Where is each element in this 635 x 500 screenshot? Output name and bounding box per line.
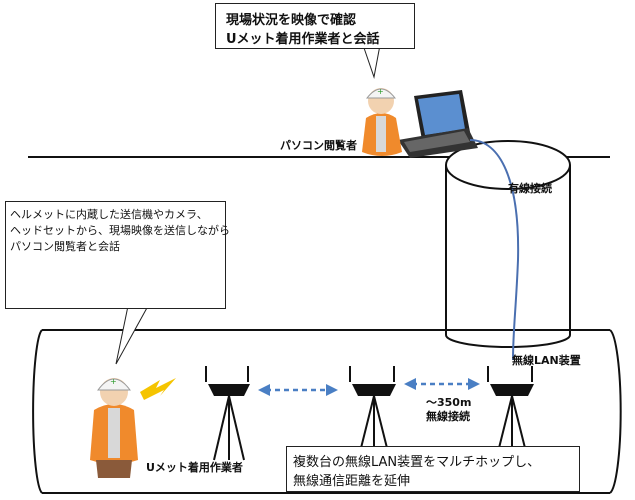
range-label: ～350m xyxy=(426,396,472,409)
left-callout-line2: ヘッドセットから、現場映像を送信しながら xyxy=(10,224,230,237)
worker-label: Uメット着用作業者 xyxy=(146,461,243,474)
wireless-lan-device-1 xyxy=(205,366,250,461)
bottom-callout-line2: 無線通信距離を延伸 xyxy=(293,474,411,489)
wireless-lan-device-label: 無線LAN装置 xyxy=(512,354,581,367)
vertical-shaft xyxy=(445,140,571,348)
wired-connection-label: 有線接続 xyxy=(508,182,552,195)
left-callout-box: ヘルメットに内蔵した送信機やカメラ、 ヘッドセットから、現場映像を送信しながら … xyxy=(5,201,230,309)
wireless-link-arrow-1 xyxy=(258,384,338,396)
top-callout-box: 現場状況を映像で確認 Uメット着用作業者と会話 xyxy=(215,3,415,49)
pc-viewer-label: パソコン閲覧者 xyxy=(280,139,357,152)
wired-cable xyxy=(469,139,520,361)
wireless-connection-label: 無線接続 xyxy=(426,410,470,423)
top-callout-pointer xyxy=(362,44,381,79)
bottom-callout-line1: 複数台の無線LAN装置をマルチホップし、 xyxy=(293,455,541,470)
svg-text:+: + xyxy=(110,377,117,386)
top-callout-line1: 現場状況を映像で確認 xyxy=(226,13,357,28)
left-callout-line1: ヘルメットに内蔵した送信機やカメラ、 xyxy=(10,208,208,221)
wireless-signal-icon xyxy=(140,378,176,400)
top-callout-line2: Uメット着用作業者と会話 xyxy=(226,32,380,47)
pc-viewer-person: + xyxy=(362,87,402,156)
left-callout-pointer xyxy=(115,305,149,365)
wireless-link-arrow-2 xyxy=(404,378,480,390)
tunnel-pipe xyxy=(32,329,622,494)
bottom-callout-box: 複数台の無線LAN装置をマルチホップし、 無線通信距離を延伸 xyxy=(286,446,580,492)
worker-person: + xyxy=(90,377,138,478)
left-callout-line3: パソコン閲覧者と会話 xyxy=(10,240,120,253)
svg-text:+: + xyxy=(377,87,384,96)
laptop-icon xyxy=(398,90,478,158)
